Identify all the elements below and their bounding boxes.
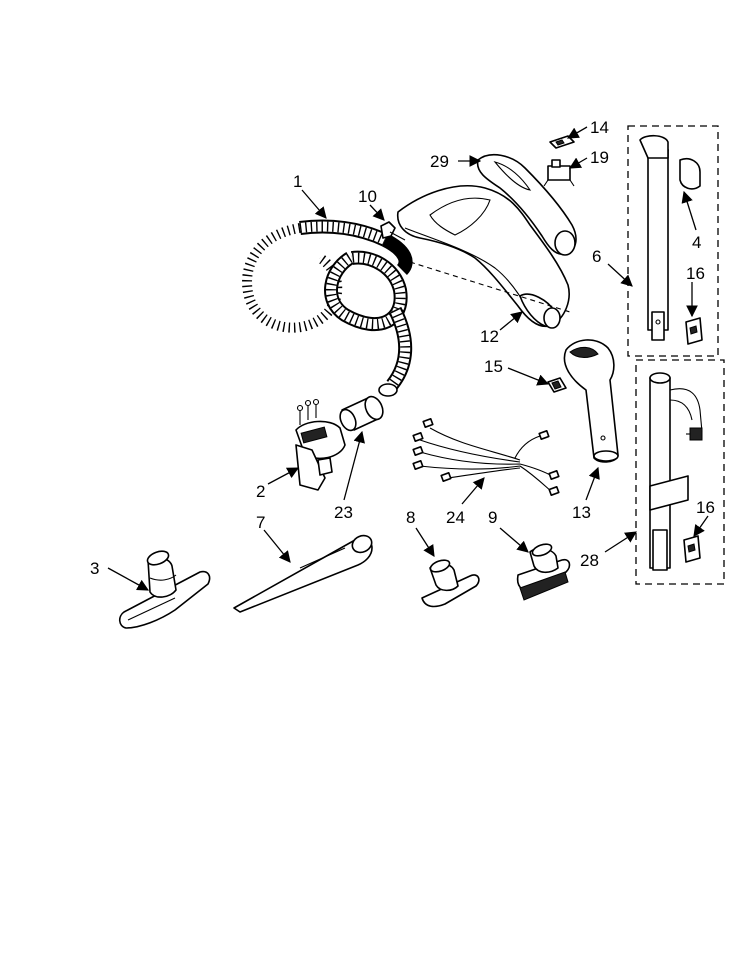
hose-connector-part[interactable]	[295, 398, 346, 491]
leader-2	[267, 467, 300, 485]
callout-6: 6	[592, 247, 601, 266]
lower-wand-part[interactable]	[649, 372, 703, 571]
hose-part[interactable]	[242, 219, 413, 397]
leader-7	[263, 529, 291, 563]
callout-9: 9	[488, 508, 497, 527]
callout-3: 3	[90, 559, 99, 578]
leader-24	[461, 477, 485, 505]
callout-19: 19	[590, 148, 609, 167]
callout-8: 8	[406, 508, 415, 527]
callout-13: 13	[572, 503, 591, 522]
floor-tool-part[interactable]	[118, 549, 211, 629]
leader-28	[604, 531, 637, 553]
callout-4: 4	[692, 233, 701, 252]
leader-1	[301, 189, 327, 219]
leader-12	[499, 311, 523, 331]
callout-12: 12	[480, 327, 499, 346]
group-box-wand-6	[627, 125, 719, 357]
switch-part[interactable]	[543, 159, 575, 187]
callout-15: 15	[484, 357, 503, 376]
switch-button-part[interactable]	[549, 135, 575, 149]
callout-7: 7	[256, 513, 265, 532]
latch-part-upper[interactable]	[685, 317, 703, 345]
callout-1: 1	[293, 172, 302, 191]
handle-cover-part[interactable]	[476, 153, 577, 256]
hose-cuff-part[interactable]	[337, 394, 386, 433]
callout-10: 10	[358, 187, 377, 206]
leader-19	[568, 157, 588, 169]
dusting-brush-part[interactable]	[516, 542, 571, 601]
crevice-tool-part[interactable]	[233, 533, 374, 613]
leader-6	[607, 263, 633, 287]
leader-15	[507, 367, 550, 386]
wire-harness-part[interactable]	[412, 418, 560, 496]
swivel-elbow-part[interactable]	[563, 339, 619, 463]
upper-wand-part[interactable]	[639, 134, 669, 341]
clip-part[interactable]	[547, 377, 567, 393]
leader-10	[369, 204, 385, 221]
leader-23	[343, 430, 365, 501]
leader-9	[499, 527, 529, 553]
callout-28: 28	[580, 551, 599, 570]
latch-cover-part[interactable]	[679, 157, 701, 190]
latch-part-lower[interactable]	[683, 535, 701, 563]
callout-24: 24	[446, 508, 465, 527]
callout-14: 14	[590, 118, 609, 137]
leader-4	[681, 190, 697, 231]
leader-14	[566, 126, 588, 139]
callout-2: 2	[256, 482, 265, 501]
leader-16b	[693, 515, 709, 537]
handle-part[interactable]	[396, 184, 571, 329]
callout-23: 23	[334, 503, 353, 522]
callout-29: 29	[430, 152, 449, 171]
callout-16-lower: 16	[696, 498, 715, 517]
upholstery-tool-part[interactable]	[421, 558, 480, 608]
leader-3	[107, 567, 150, 591]
leader-8	[415, 527, 435, 557]
screw-part[interactable]	[380, 221, 406, 241]
leader-13	[585, 466, 600, 501]
callout-16-upper: 16	[686, 264, 705, 283]
